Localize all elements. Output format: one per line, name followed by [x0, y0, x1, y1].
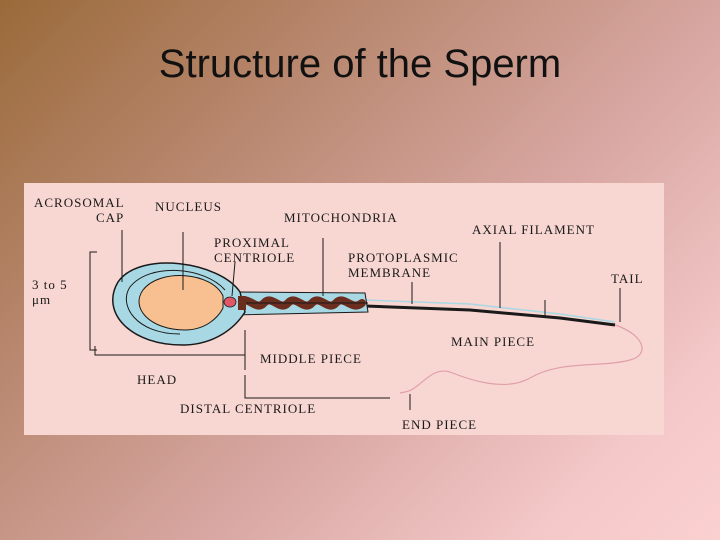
- label-head: HEAD: [137, 372, 178, 387]
- label-main-piece: MAIN PIECE: [451, 334, 536, 349]
- label-protoplasmic-membrane: PROTOPLASMIC MEMBRANE: [348, 250, 459, 280]
- distal-centriole-shape: [238, 296, 246, 310]
- acrosomal-cap-outline: [125, 269, 226, 335]
- label-acrosomal-cap: ACROSOMAL CAP: [34, 195, 125, 225]
- label-proximal-centriole: PROXIMAL CENTRIOLE: [214, 235, 296, 265]
- nucleus-shape: [138, 275, 224, 331]
- label-mitochondria: MITOCHONDRIA: [284, 210, 398, 225]
- label-distal-centriole: DISTAL CENTRIOLE: [180, 401, 317, 416]
- label-tail: TAIL: [611, 271, 644, 286]
- tail-end-piece: [399, 324, 643, 394]
- slide-title: Structure of the Sperm: [158, 42, 562, 86]
- label-end-piece: END PIECE: [402, 417, 478, 432]
- tail-main-piece: [364, 304, 616, 327]
- label-nucleus: NUCLEUS: [155, 199, 222, 214]
- tail-membrane: [364, 299, 616, 323]
- proximal-centriole-shape: [223, 296, 237, 308]
- label-axial-filament: AXIAL FILAMENT: [472, 222, 595, 237]
- label-size: 3 to 5 μm: [32, 277, 68, 307]
- label-middle-piece: MIDDLE PIECE: [260, 351, 362, 366]
- pointer-lines: [89, 230, 621, 410]
